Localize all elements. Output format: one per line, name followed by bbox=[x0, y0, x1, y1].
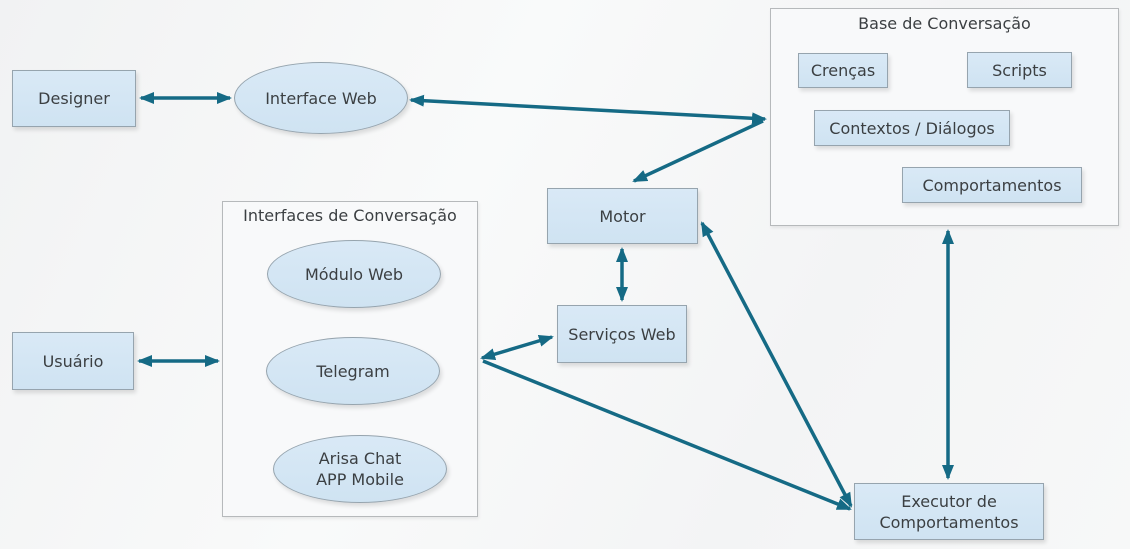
executor-label-line2: Comportamentos bbox=[879, 512, 1019, 532]
crencas-node: Crenças bbox=[798, 53, 888, 88]
arrow-interface-web-base bbox=[409, 94, 767, 125]
usuario-node: Usuário bbox=[12, 332, 134, 390]
arrow-base-motor bbox=[632, 119, 764, 183]
arisa-label-line2: APP Mobile bbox=[316, 470, 404, 489]
executor-de-comportamentos-node: Executor de Comportamentos bbox=[854, 483, 1044, 540]
interface-web-node: Interface Web bbox=[234, 62, 408, 134]
base-de-conversacao-title: Base de Conversação bbox=[858, 14, 1031, 33]
servicos-web-node: Serviços Web bbox=[557, 305, 687, 363]
executor-label-line1: Executor de bbox=[901, 491, 997, 511]
designer-node: Designer bbox=[12, 70, 136, 127]
arrow-interfaces-servicos-web bbox=[480, 334, 554, 361]
arisa-chat-node: Arisa Chat APP Mobile bbox=[273, 435, 447, 503]
arisa-label-line1: Arisa Chat bbox=[318, 449, 402, 468]
modulo-web-node: Módulo Web bbox=[267, 240, 441, 308]
comportamentos-node: Comportamentos bbox=[902, 167, 1082, 203]
arrow-interfaces-executor bbox=[482, 359, 852, 511]
telegram-node: Telegram bbox=[266, 337, 440, 405]
interfaces-de-conversacao-title: Interfaces de Conversação bbox=[243, 206, 457, 225]
scripts-node: Scripts bbox=[967, 52, 1072, 88]
arrow-motor-executor bbox=[700, 221, 853, 508]
contextos-dialogos-node: Contextos / Diálogos bbox=[814, 110, 1010, 146]
motor-node: Motor bbox=[547, 188, 698, 244]
